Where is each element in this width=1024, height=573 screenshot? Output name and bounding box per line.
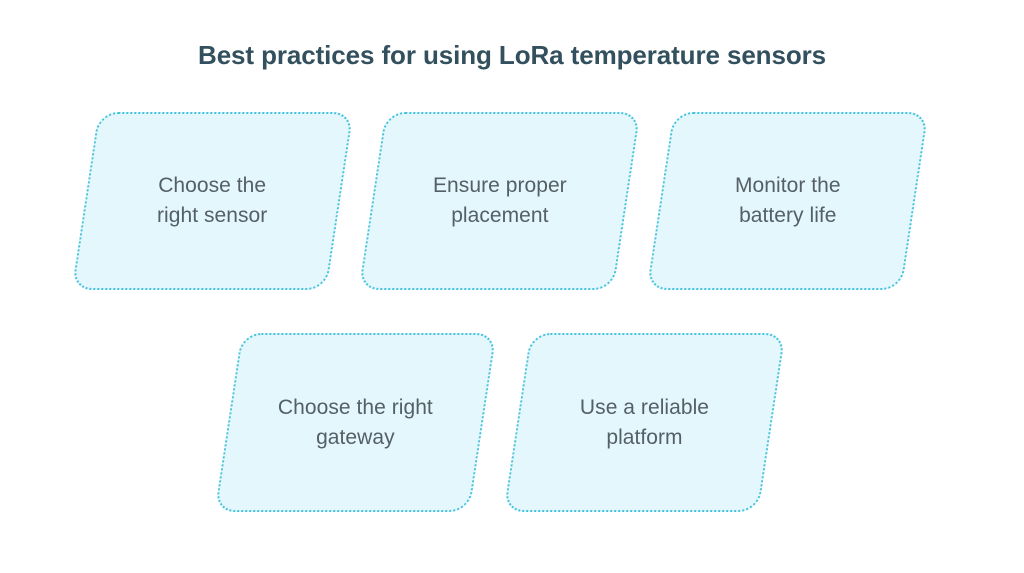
practice-card-label: Choose the right gateway [278,395,433,449]
practice-card-label: Choose the right sensor [157,174,268,227]
practice-card-choose-the-right-sensor[interactable]: Choose the right sensor [71,112,354,290]
practice-card-ensure-proper-placement[interactable]: Ensure proper placement [358,112,641,290]
practice-card-label: Use a reliable platform [579,395,710,449]
practice-card-label: Ensure proper placement [432,174,567,227]
practice-card-monitor-the-battery-life[interactable]: Monitor the battery life [646,112,929,290]
practice-card-label: Monitor the battery life [734,174,841,227]
practice-card-choose-the-right-gateway[interactable]: Choose the right gateway [214,333,497,512]
practice-card-use-a-reliable-platform[interactable]: Use a reliable platform [503,333,786,512]
page-title: Best practices for using LoRa temperatur… [198,40,826,70]
